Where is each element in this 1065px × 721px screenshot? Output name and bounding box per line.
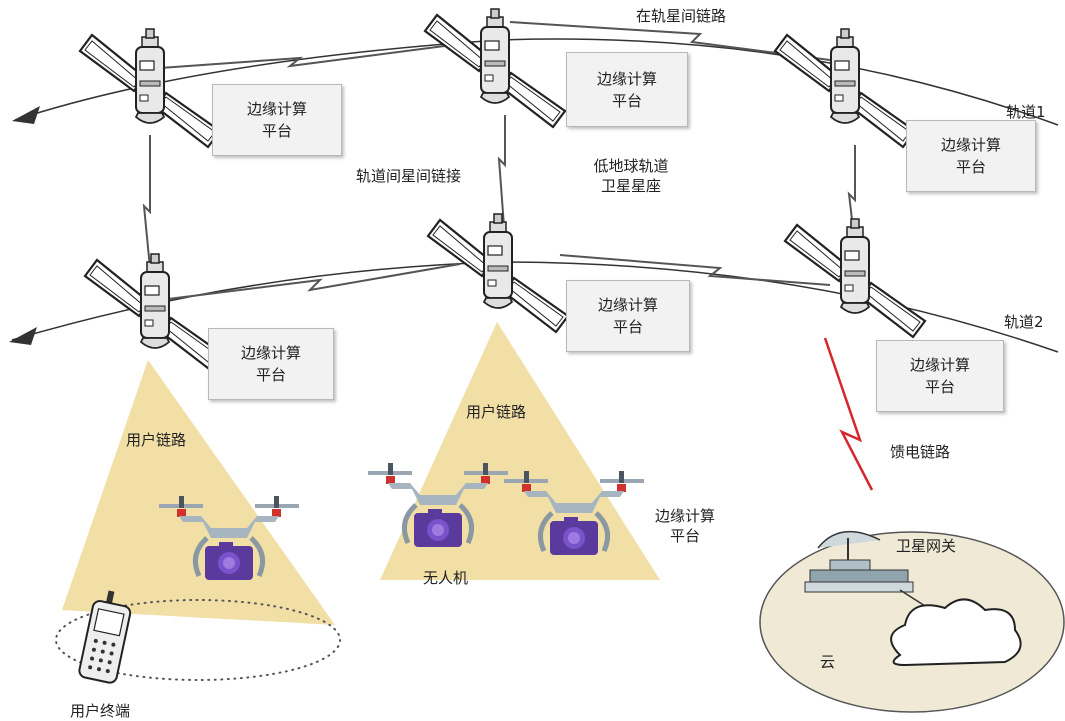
edge-box-line2: 平台 <box>612 318 643 336</box>
user-terminal-label: 用户终端 <box>70 702 131 720</box>
user-link-label-mid: 用户链路 <box>466 403 527 421</box>
cloud-label: 云 <box>820 653 836 671</box>
inter-orbit-link-mid <box>497 115 506 241</box>
edge-box-line1: 边缘计算 <box>940 136 1001 154</box>
satellite-icon <box>78 27 222 149</box>
orbit-1-label: 轨道1 <box>1006 103 1046 121</box>
edge-free-line1: 边缘计算 <box>654 507 715 525</box>
edge-box-line2: 平台 <box>611 91 642 110</box>
edge-box: 边缘计算 平台 <box>566 280 690 352</box>
orbit-2-label: 轨道2 <box>1004 313 1044 331</box>
isl-link-3 <box>159 263 461 301</box>
orbit-1-arrowhead <box>12 106 40 124</box>
isl-link-1 <box>159 43 461 69</box>
edge-free-line2: 平台 <box>669 527 700 545</box>
edge-box: 边缘计算 平台 <box>566 52 688 127</box>
inter-orbit-isl-label: 轨道间星间链接 <box>356 167 462 185</box>
satellite-icon <box>423 7 567 129</box>
edge-platform-free-label: 边缘计算 平台 <box>630 506 740 546</box>
edge-box: 边缘计算 平台 <box>906 120 1036 192</box>
isl-link-4 <box>559 254 831 286</box>
edge-box-line1: 边缘计算 <box>240 344 301 362</box>
edge-box: 边缘计算 平台 <box>212 84 342 156</box>
leo-label-line1: 低地球轨道 <box>593 157 669 175</box>
uav-label: 无人机 <box>423 569 469 587</box>
feeder-link <box>823 337 874 491</box>
edge-box-line2: 平台 <box>261 122 292 140</box>
leo-constellation-label: 低地球轨道 卫星星座 <box>576 156 686 196</box>
satellite-icon <box>773 27 917 149</box>
edge-box-line2: 平台 <box>255 366 286 384</box>
in-orbit-isl-label: 在轨星间链路 <box>636 7 727 25</box>
feeder-link-label: 馈电链路 <box>890 443 951 461</box>
satellite-dish-icon <box>804 530 914 593</box>
edge-box-line1: 边缘计算 <box>597 296 658 314</box>
leo-label-line2: 卫星星座 <box>600 177 661 195</box>
satellite-icon <box>83 252 227 374</box>
coverage-ellipse <box>55 599 341 681</box>
mobile-phone-icon <box>78 590 132 684</box>
inter-orbit-link-left <box>142 135 151 269</box>
satellite-gateway-label: 卫星网关 <box>896 537 957 555</box>
edge-box-line2: 平台 <box>955 158 986 176</box>
user-link-beam-left <box>62 360 335 625</box>
edge-box-line2: 平台 <box>924 378 955 396</box>
edge-box-line1: 边缘计算 <box>909 356 970 374</box>
satellite-icon <box>783 217 927 339</box>
satellite-icon <box>426 212 570 334</box>
orbit-2-arrowhead <box>9 327 37 345</box>
edge-box-line1: 边缘计算 <box>246 100 307 118</box>
cloud-icon <box>890 598 1022 667</box>
edge-box: 边缘计算 平台 <box>208 328 334 400</box>
edge-box: 边缘计算 平台 <box>876 340 1004 412</box>
edge-box-line1: 边缘计算 <box>596 69 657 88</box>
user-link-label-left: 用户链路 <box>126 431 187 449</box>
isl-link-2 <box>509 21 831 61</box>
